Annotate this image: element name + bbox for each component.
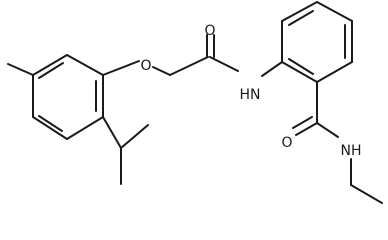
amide-nh-1-label: HN <box>240 87 261 103</box>
chemical-structure-diagram: O O HN O NH <box>7 1 383 204</box>
right-benzene-ring <box>281 1 353 83</box>
amide-oxygen-1-label: O <box>204 23 215 39</box>
ether-linkage <box>102 56 209 76</box>
ether-oxygen-label: O <box>140 58 151 74</box>
isopropyl-group <box>102 116 149 185</box>
methyl-bond <box>7 63 34 76</box>
amide-oxygen-2-label: O <box>281 135 292 151</box>
amide-linkage-2 <box>292 81 339 138</box>
left-benzene-ring <box>32 54 104 140</box>
ethyl-group <box>350 158 383 204</box>
amide-nh-2-label: NH <box>341 143 362 159</box>
amide-linkage-1 <box>206 34 283 77</box>
